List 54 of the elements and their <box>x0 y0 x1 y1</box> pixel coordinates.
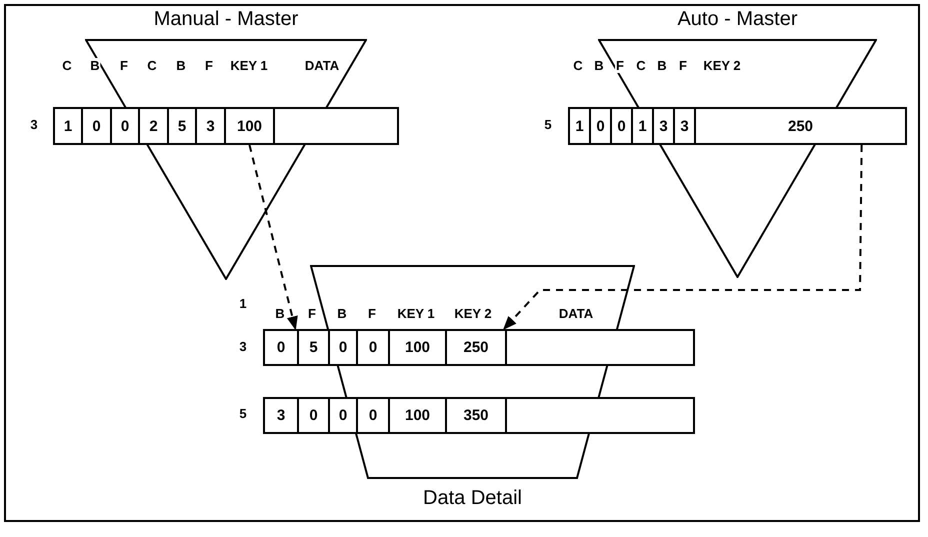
column-header: DATA <box>558 306 594 321</box>
column-header: B <box>89 58 101 73</box>
record-field: 3 <box>263 397 299 434</box>
column-header: B <box>593 58 605 73</box>
record-field: 250 <box>445 329 507 366</box>
record-field: 5 <box>167 107 197 145</box>
record-field: 100 <box>224 107 275 145</box>
record-field: 250 <box>694 107 907 145</box>
column-header: F <box>119 58 129 73</box>
record-field: 1 <box>53 107 83 145</box>
record-field: 3 <box>195 107 226 145</box>
record-field: 3 <box>673 107 696 145</box>
row-number: 3 <box>29 117 39 132</box>
column-header: KEY 1 <box>229 58 269 73</box>
column-header: C <box>635 58 647 73</box>
record-field: 0 <box>297 397 330 434</box>
column-header: F <box>204 58 214 73</box>
column-header: C <box>61 58 73 73</box>
column-header: KEY 2 <box>702 58 742 73</box>
column-header: B <box>656 58 668 73</box>
column-header: F <box>678 58 688 73</box>
record-field: 1 <box>631 107 654 145</box>
record-field: 0 <box>589 107 612 145</box>
column-header: F <box>367 306 377 321</box>
column-header: KEY 2 <box>453 306 493 321</box>
column-header: B <box>336 306 348 321</box>
column-header: F <box>615 58 625 73</box>
dashed-arrow <box>248 144 298 330</box>
record-field: 0 <box>328 397 358 434</box>
row-number: 5 <box>238 406 248 421</box>
record-field <box>505 329 695 366</box>
column-header: C <box>146 58 158 73</box>
column-header: B <box>274 306 286 321</box>
dashed-arrow <box>502 144 863 330</box>
record-field: 0 <box>356 329 390 366</box>
record-field <box>273 107 399 145</box>
record-field: 0 <box>610 107 633 145</box>
row-number: 3 <box>238 339 248 354</box>
record-field: 0 <box>81 107 112 145</box>
record-field: 0 <box>263 329 299 366</box>
column-header: B <box>175 58 187 73</box>
column-header: KEY 1 <box>396 306 436 321</box>
column-header: F <box>307 306 317 321</box>
record-field: 100 <box>388 329 447 366</box>
column-header: DATA <box>304 58 340 73</box>
record-field: 350 <box>445 397 507 434</box>
column-header: C <box>572 58 584 73</box>
row-number: 5 <box>543 117 553 132</box>
record-field: 1 <box>568 107 591 145</box>
record-field <box>505 397 695 434</box>
record-field: 100 <box>388 397 447 434</box>
row-number: 1 <box>238 296 248 311</box>
record-field: 0 <box>110 107 140 145</box>
record-field: 5 <box>297 329 330 366</box>
